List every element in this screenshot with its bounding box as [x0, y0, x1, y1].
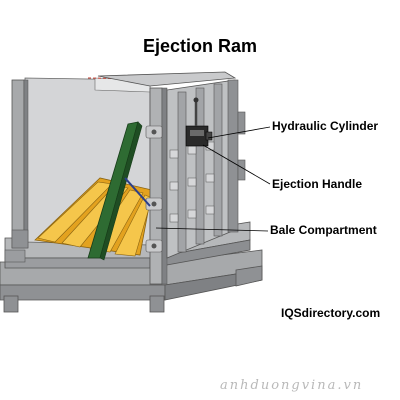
label-bale-compartment: Bale Compartment: [270, 223, 377, 237]
leader-lines: [155, 126, 271, 232]
source-credit: IQSdirectory.com: [281, 306, 381, 320]
front-posts: [145, 87, 168, 285]
watermark: anhduongvina.vn: [220, 378, 364, 393]
label-hydraulic-cylinder: Hydraulic Cylinder: [272, 119, 379, 133]
label-ejection-handle: Ejection Handle: [272, 177, 363, 191]
diagram-title: Ejection Ram: [142, 36, 258, 56]
side-wall: [166, 79, 246, 259]
left-posts: [4, 79, 29, 263]
ejection-ram: [87, 121, 151, 261]
control-valve: [185, 97, 213, 147]
top-plate: [97, 71, 237, 87]
